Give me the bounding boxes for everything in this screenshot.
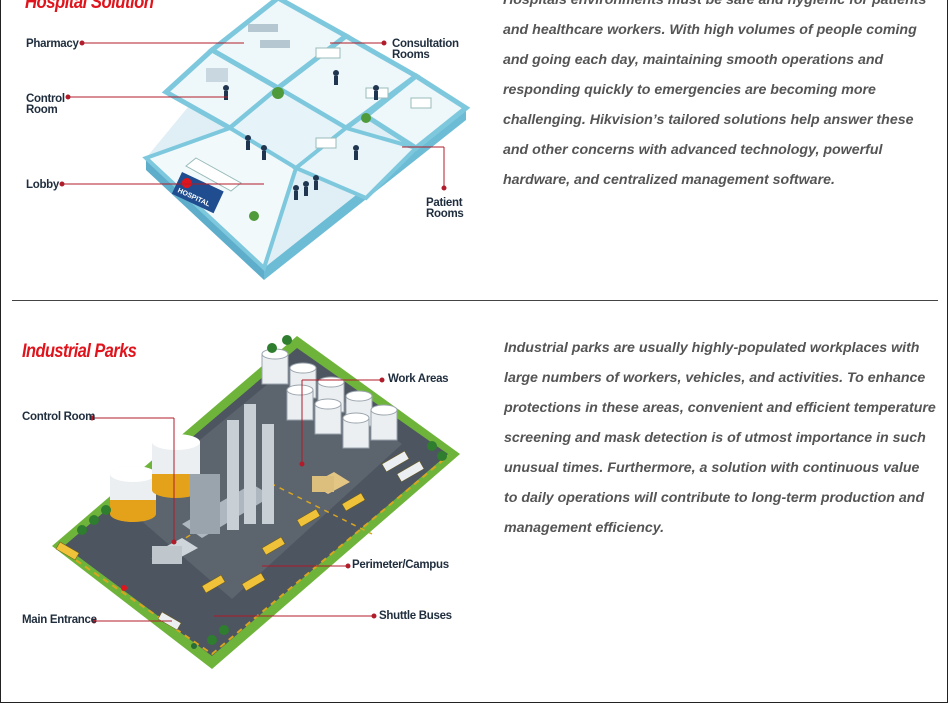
control-room-label-line2: Room (26, 104, 58, 116)
control-room-label-line1: Control (26, 93, 65, 105)
industrial-section: Industrial Parks Control Room Work Areas… (0, 302, 950, 705)
section-divider (12, 300, 938, 301)
hospital-section: HOSPITAL (0, 0, 950, 300)
pharmacy-label: Pharmacy (26, 38, 79, 50)
lobby-label: Lobby (26, 179, 59, 191)
perimeter-campus-label: Perimeter/Campus (352, 559, 449, 571)
patient-rooms-label-line1: Patient (426, 197, 463, 209)
industrial-title: Industrial Parks (22, 341, 137, 362)
industrial-park-illustration (12, 324, 472, 669)
control-room-label: Control Room (22, 411, 96, 423)
main-entrance-label: Main Entrance (22, 614, 97, 626)
consultation-rooms-label-line2: Rooms (392, 49, 430, 61)
consultation-rooms-label-line1: Consultation (392, 38, 459, 50)
industrial-description: Industrial parks are usually highly-popu… (504, 340, 936, 536)
patient-rooms-label-line2: Rooms (426, 208, 464, 220)
hospital-illustration: HOSPITAL (16, 0, 486, 280)
hospital-description: Hospitals environments must be safe and … (503, 0, 927, 188)
shuttle-buses-label: Shuttle Buses (379, 610, 452, 622)
hospital-title: Hospital Solution (25, 0, 154, 13)
work-areas-label: Work Areas (388, 373, 449, 385)
